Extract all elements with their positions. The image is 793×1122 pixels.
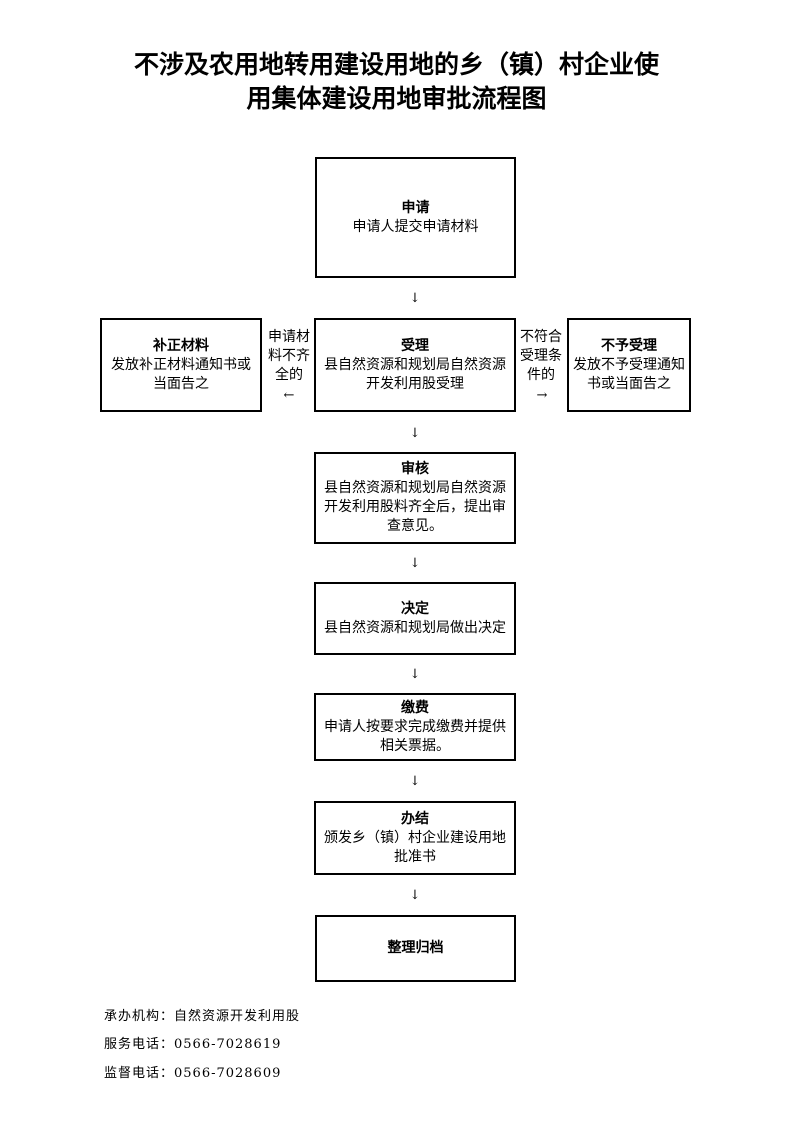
step-review: 审核 县自然资源和规划局自然资源开发利用股料齐全后，提出审查意见。 [314, 452, 516, 544]
step-complete: 办结 颁发乡（镇）村企业建设用地批准书 [314, 801, 516, 875]
step-apply: 申请 申请人提交申请材料 [315, 157, 516, 278]
step-decide-head: 决定 [401, 600, 429, 617]
step-accept: 受理 县自然资源和规划局自然资源开发利用股受理 [314, 318, 516, 412]
step-complete-body: 颁发乡（镇）村企业建设用地批准书 [324, 829, 506, 865]
step-archive-head: 整理归档 [387, 940, 444, 956]
footer-org: 承办机构：自然资源开发利用股 [104, 1009, 301, 1024]
step-review-body: 县自然资源和规划局自然资源开发利用股料齐全后，提出审查意见。 [324, 480, 506, 534]
page-title-line-1: 不涉及农用地转用建设用地的乡（镇）村企业使 [133, 50, 659, 79]
step-pay-body: 申请人按要求完成缴费并提供相关票据。 [324, 718, 506, 754]
arrow-right: → [536, 388, 548, 403]
step-reject: 不予受理 发放不予受理通知书或当面告之 [567, 318, 691, 412]
step-reject-body: 发放不予受理通知书或当面告之 [573, 356, 685, 392]
page-title-line-2: 用集体建设用地审批流程图 [246, 84, 547, 113]
condition-incomplete: 申请材料不齐全的 [268, 329, 310, 383]
footer-service-phone: 服务电话：0566-7028619 [104, 1037, 282, 1052]
step-pay-head: 缴费 [401, 699, 429, 716]
step-accept-body: 县自然资源和规划局自然资源开发利用股受理 [324, 356, 506, 392]
step-supplement: 补正材料 发放补正材料通知书或当面告之 [100, 318, 262, 412]
step-supplement-body: 发放补正材料通知书或当面告之 [111, 356, 251, 392]
arrow-left: ← [283, 388, 295, 403]
step-apply-head: 申请 [401, 199, 430, 216]
arrow-down-3: ↓ [409, 556, 421, 571]
arrow-down-4: ↓ [409, 667, 421, 682]
step-apply-body: 申请人提交申请材料 [352, 218, 479, 235]
arrow-down-5: ↓ [409, 774, 421, 789]
step-decide: 决定 县自然资源和规划局做出决定 [314, 582, 516, 655]
arrow-down-1: ↓ [409, 291, 421, 306]
arrow-down-6: ↓ [409, 888, 421, 903]
step-review-head: 审核 [401, 461, 429, 477]
step-complete-head: 办结 [401, 810, 429, 827]
step-archive: 整理归档 [315, 915, 516, 982]
arrow-down-2: ↓ [409, 426, 421, 441]
step-decide-body: 县自然资源和规划局做出决定 [324, 619, 506, 636]
step-accept-head: 受理 [401, 337, 429, 354]
footer-supervise-phone: 监督电话：0566-7028609 [104, 1066, 282, 1081]
step-pay: 缴费 申请人按要求完成缴费并提供相关票据。 [314, 693, 516, 761]
step-reject-head: 不予受理 [601, 337, 657, 354]
step-supplement-head: 补正材料 [153, 337, 209, 354]
condition-not-qualified: 不符合受理条件的 [520, 329, 562, 383]
